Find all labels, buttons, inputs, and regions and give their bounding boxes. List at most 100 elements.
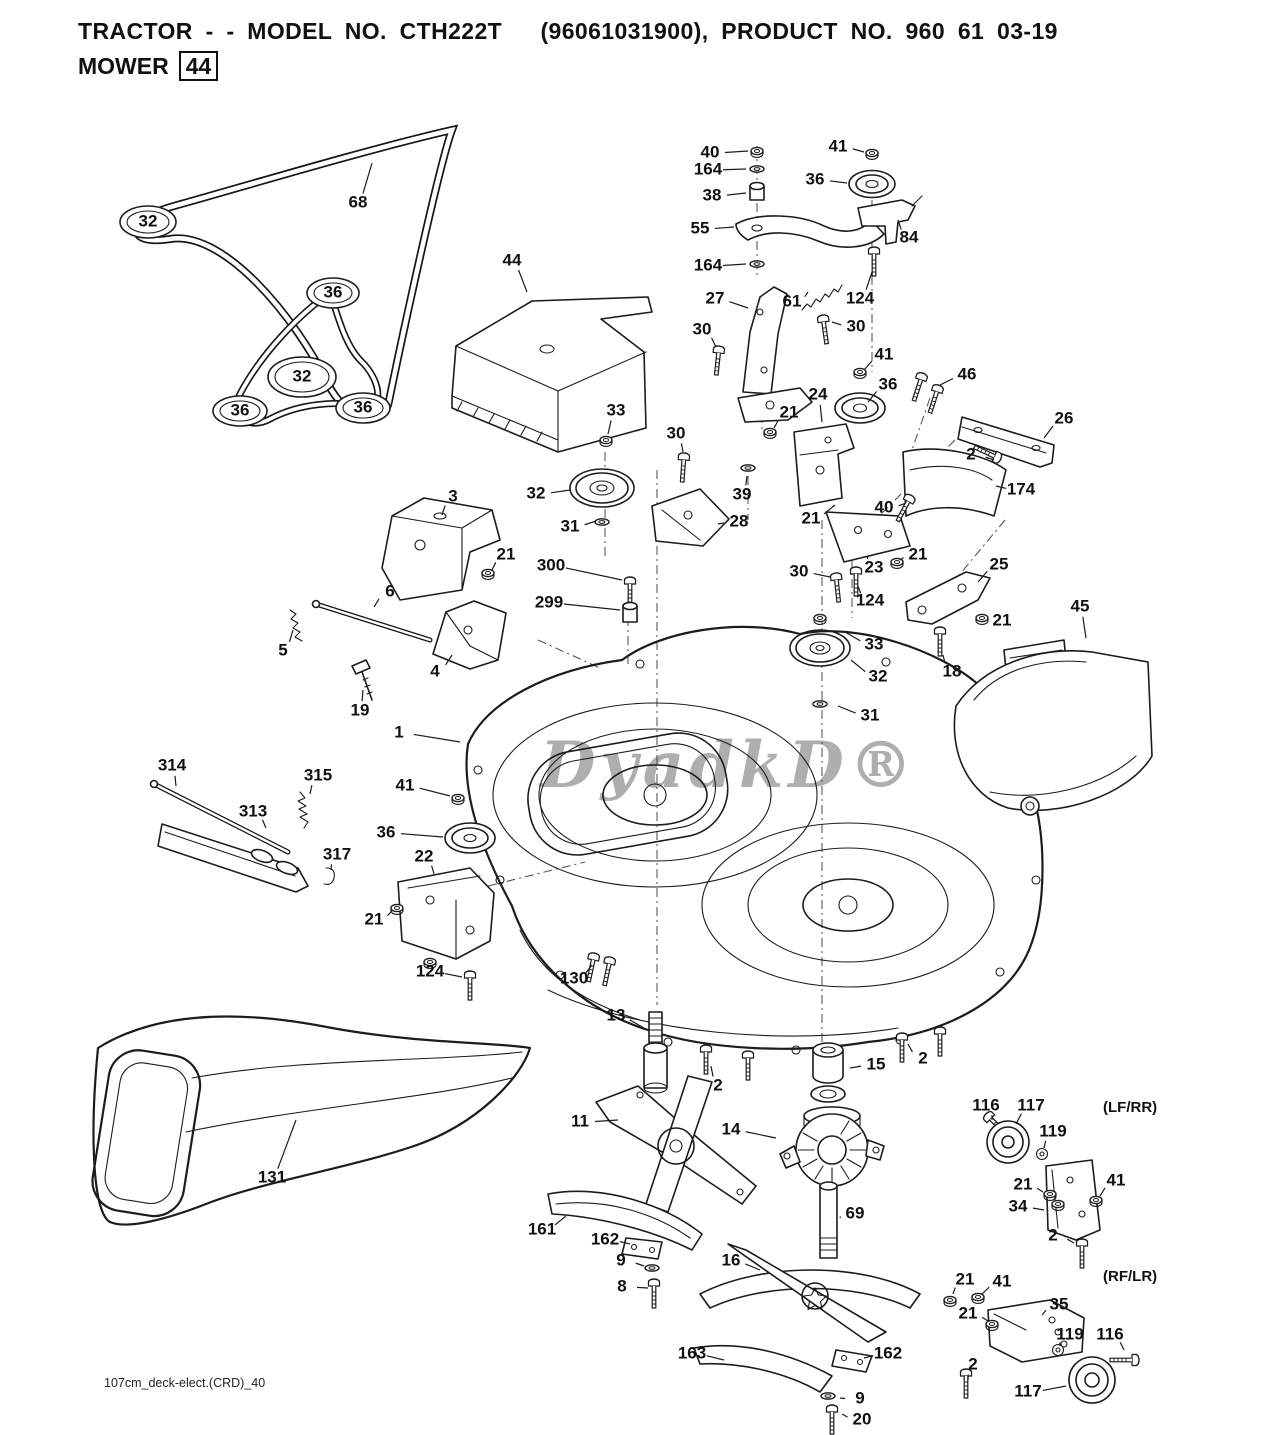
part-callout-119: 119 bbox=[1039, 1121, 1066, 1140]
leader-line-21 bbox=[823, 504, 836, 515]
leader-line-124 bbox=[857, 585, 862, 594]
leader-line-21 bbox=[1036, 1187, 1044, 1193]
part-callout-22: 22 bbox=[415, 846, 434, 865]
part-callout-40: 40 bbox=[701, 142, 720, 161]
part-callout-34: 34 bbox=[1009, 1196, 1028, 1215]
part-callout-39: 39 bbox=[733, 484, 752, 503]
leader-line-18 bbox=[942, 654, 946, 664]
leader-line-32 bbox=[550, 489, 571, 494]
pulley-36-top bbox=[848, 169, 896, 199]
spacer-38 bbox=[749, 181, 765, 201]
page-header: TRACTOR - - MODEL NO. CTH222T (960610319… bbox=[78, 18, 1058, 81]
spindle-shaft-13 bbox=[643, 1011, 668, 1094]
leader-line-3 bbox=[441, 505, 446, 516]
part-callout-44: 44 bbox=[503, 250, 522, 269]
leader-line-2 bbox=[1066, 1238, 1075, 1244]
leader-line-299 bbox=[563, 603, 621, 611]
part-callout-21: 21 bbox=[956, 1269, 975, 1288]
section-label: MOWER bbox=[78, 52, 169, 79]
part-callout-9: 9 bbox=[855, 1388, 864, 1407]
leader-line-116 bbox=[1119, 1342, 1125, 1351]
bearing-15 bbox=[810, 1042, 846, 1103]
part-callout-2: 2 bbox=[968, 1354, 977, 1373]
leader-line-164 bbox=[722, 263, 747, 267]
drawing-reference: 107cm_deck-elect.(CRD)_40 bbox=[104, 1376, 266, 1390]
page-footer: 107cm_deck-elect.(CRD)_40 bbox=[104, 1376, 265, 1390]
mandrel-pulley-32-center bbox=[569, 435, 691, 526]
part-callout-69: 69 bbox=[846, 1203, 865, 1222]
part-callout-21: 21 bbox=[959, 1303, 978, 1322]
part-callout-116: 116 bbox=[1096, 1324, 1123, 1343]
leader-line-31 bbox=[584, 520, 597, 526]
leader-line-44 bbox=[517, 269, 528, 293]
part-callout-68: 68 bbox=[349, 192, 368, 211]
idler-arm-25 bbox=[905, 571, 991, 625]
rod-6 bbox=[311, 599, 433, 643]
leader-line-14 bbox=[745, 1131, 777, 1139]
part-callout-41: 41 bbox=[875, 344, 894, 363]
discharge-opening bbox=[527, 732, 729, 856]
part-callout-124: 124 bbox=[856, 590, 885, 609]
part-callout-46: 46 bbox=[958, 364, 977, 383]
leader-line-9 bbox=[635, 1262, 645, 1267]
leader-line-41 bbox=[1099, 1187, 1106, 1197]
leader-line-34 bbox=[1032, 1207, 1045, 1211]
leader-line-36 bbox=[400, 833, 444, 838]
blade-161 bbox=[547, 1190, 703, 1251]
page-subtitle: MOWER 44 bbox=[78, 51, 1058, 81]
part-callout-27: 27 bbox=[706, 288, 725, 307]
leader-line-1 bbox=[413, 733, 461, 743]
leader-line-117 bbox=[1015, 1113, 1022, 1125]
part-callout-11: 11 bbox=[571, 1111, 589, 1130]
part-callout-36: 36 bbox=[879, 374, 898, 393]
leader-line-131 bbox=[277, 1119, 297, 1169]
part-callout-162: 162 bbox=[874, 1343, 902, 1362]
baffle-plate-174 bbox=[902, 448, 1007, 517]
blade-plate-162-lower bbox=[831, 1349, 873, 1373]
part-callout-38: 38 bbox=[703, 185, 722, 204]
leader-line-21 bbox=[899, 557, 904, 561]
gauge-wheel-rflr bbox=[943, 1292, 1140, 1404]
leader-line-21 bbox=[981, 1316, 989, 1322]
leader-line-19 bbox=[361, 689, 364, 702]
page-title: TRACTOR - - MODEL NO. CTH222T (960610319… bbox=[78, 18, 1058, 44]
leader-line-35 bbox=[1041, 1309, 1047, 1316]
part-callout-41: 41 bbox=[993, 1271, 1012, 1290]
part-callout-3: 3 bbox=[448, 486, 457, 505]
leader-line-30 bbox=[831, 321, 842, 326]
section-number: 44 bbox=[178, 51, 219, 81]
part-callout-174: 174 bbox=[1007, 479, 1036, 498]
part-callout-1: 1 bbox=[394, 722, 403, 741]
leader-line-33 bbox=[607, 420, 612, 435]
pulley-groove bbox=[313, 282, 353, 304]
leader-line-162 bbox=[863, 1355, 874, 1359]
spring-5 bbox=[289, 609, 303, 642]
leader-line-2 bbox=[907, 1043, 913, 1053]
part-callout-2: 2 bbox=[1048, 1225, 1057, 1244]
part-callout-119: 119 bbox=[1056, 1324, 1083, 1343]
part-callout-23: 23 bbox=[865, 557, 884, 576]
part-callout-20: 20 bbox=[853, 1409, 872, 1428]
part-callout-84: 84 bbox=[900, 227, 919, 246]
part-callout-2: 2 bbox=[918, 1048, 927, 1067]
leader-line-69 bbox=[839, 1216, 842, 1219]
discharge-chute-131 bbox=[91, 1015, 532, 1226]
leader-line-6 bbox=[373, 598, 380, 608]
leader-line-24 bbox=[819, 404, 823, 423]
leader-line-33 bbox=[844, 631, 861, 642]
pulley-label-36: 36 bbox=[324, 282, 343, 301]
deflector-shield-45 bbox=[953, 639, 1153, 816]
top-idler-assembly bbox=[710, 146, 923, 423]
part-callout-31: 31 bbox=[861, 705, 880, 724]
part-callout-164: 164 bbox=[694, 159, 723, 178]
leader-line-13 bbox=[629, 1019, 645, 1029]
mandrel-pulley-32-right bbox=[789, 566, 863, 708]
part-callout-117: 117 bbox=[1017, 1095, 1044, 1114]
part-callout-299: 299 bbox=[535, 592, 563, 611]
part-callout-21: 21 bbox=[802, 508, 821, 527]
part-callout-313: 313 bbox=[239, 801, 267, 820]
leader-line-68 bbox=[362, 162, 373, 194]
